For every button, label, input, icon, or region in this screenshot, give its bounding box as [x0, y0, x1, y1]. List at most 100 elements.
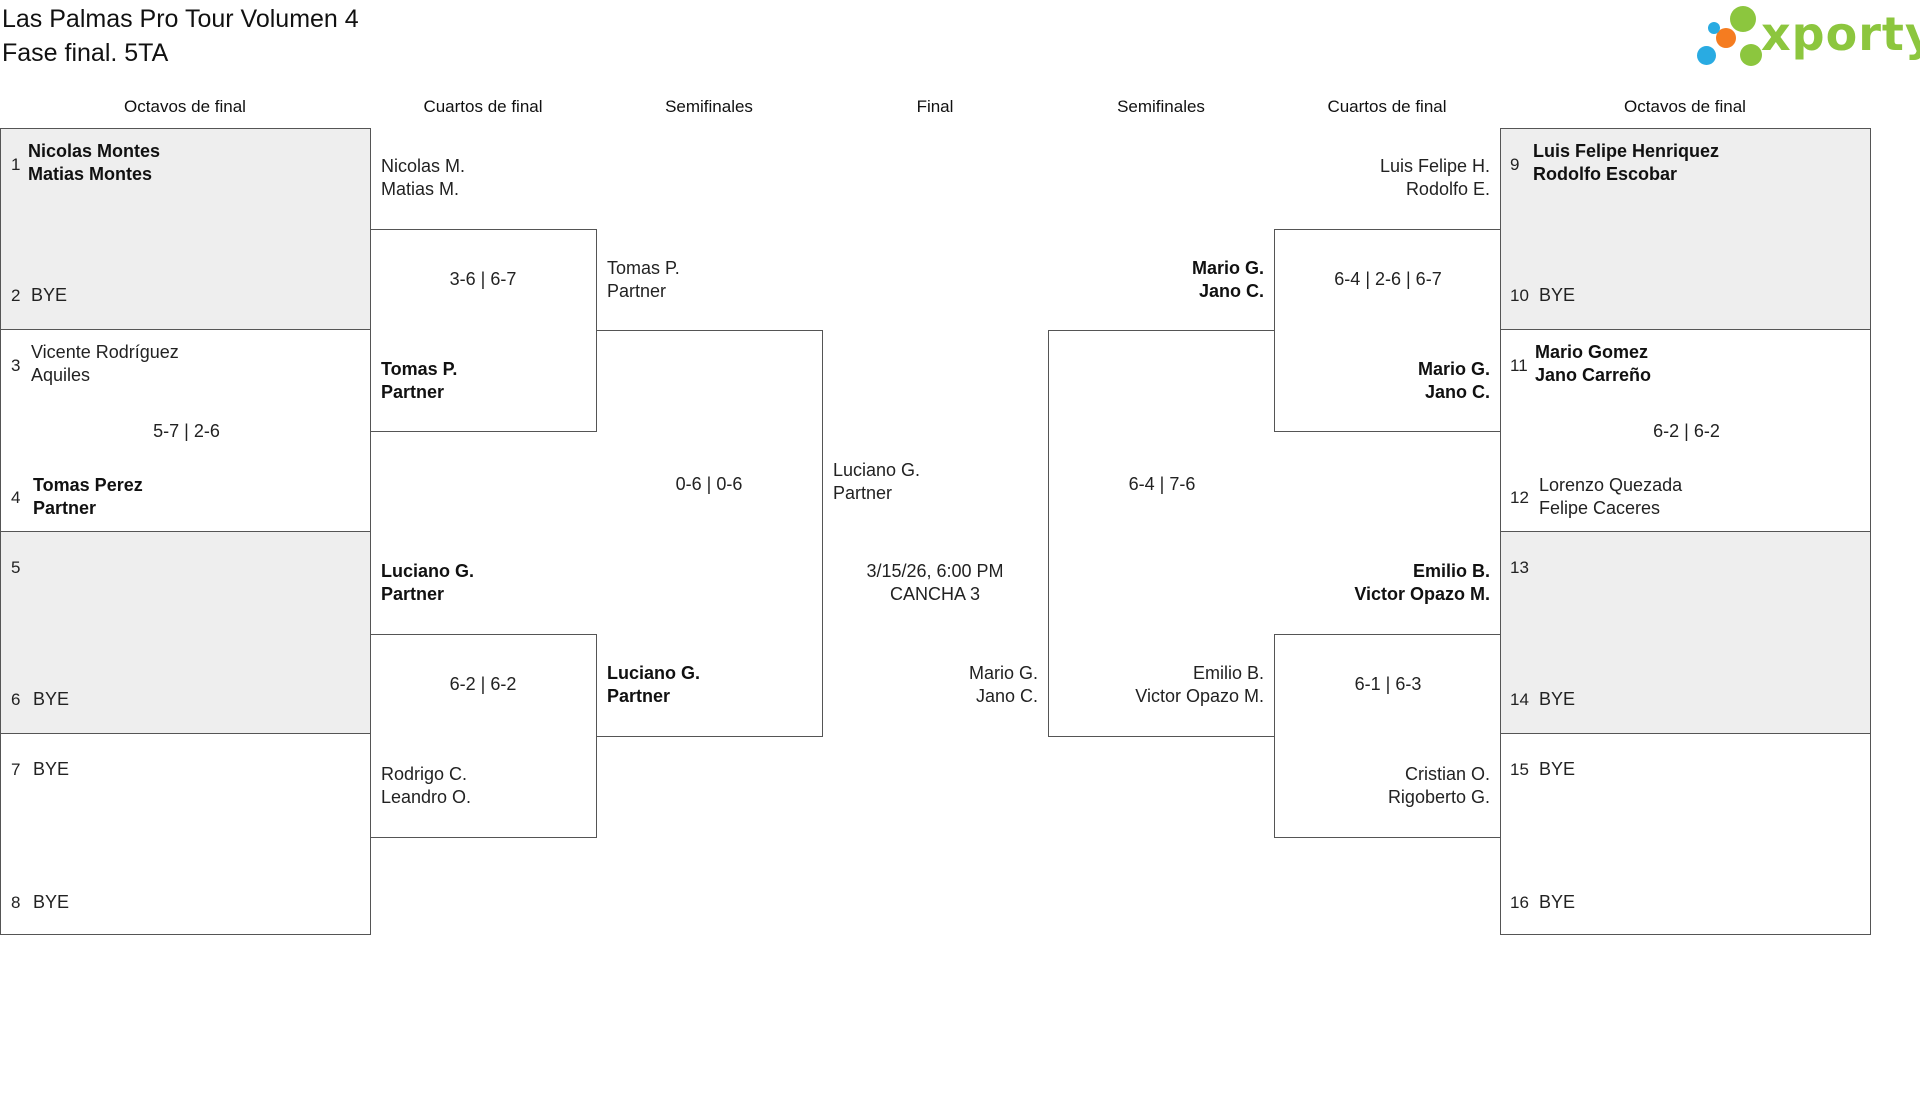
- left-r16-match-2[interactable]: 3 Vicente Rodríguez Aquiles 5-7 | 2-6 4 …: [0, 329, 371, 532]
- player-name: Nicolas Montes: [28, 141, 161, 161]
- player-name: Rodolfo Escobar: [1533, 164, 1678, 184]
- player-name: Rodolfo E.: [1405, 179, 1490, 199]
- logo-dot-orange-icon: [1716, 28, 1736, 48]
- match-score: 6-4 | 2-6 | 6-7: [1334, 269, 1442, 289]
- col-right-r16: Octavos de final: [1624, 97, 1746, 116]
- seed-number: 7: [11, 760, 21, 779]
- right-qf-1-team-a: Luis Felipe H. Rodolfo E.: [1274, 155, 1490, 201]
- right-sf-team-a: Mario G. Jano C.: [1048, 257, 1264, 303]
- seed-number: 12: [1510, 488, 1529, 507]
- seed-number: 2: [11, 286, 21, 305]
- seed-number: 16: [1510, 893, 1529, 912]
- seed-number: 15: [1510, 760, 1529, 779]
- player-name: Tomas Perez: [33, 475, 143, 495]
- player-name: Cristian O.: [1404, 764, 1490, 784]
- logo-dot-green-icon: [1730, 6, 1756, 32]
- player-name: Rodrigo C.: [381, 764, 468, 784]
- final-team-b: Mario G. Jano C.: [822, 662, 1038, 708]
- player-name: Tomas P.: [607, 258, 680, 278]
- player-name: Emilio B.: [1192, 663, 1264, 683]
- seed-number: 8: [11, 893, 21, 912]
- right-qf-match-1-bracket[interactable]: 6-4 | 2-6 | 6-7: [1274, 229, 1501, 432]
- player-name: Partner: [33, 498, 97, 518]
- right-sf-bracket[interactable]: 6-4 | 7-6: [1048, 330, 1275, 737]
- final-match-info[interactable]: 3/15/26, 6:00 PM CANCHA 3: [822, 560, 1048, 606]
- tournament-title: Las Palmas Pro Tour Volumen 4 Fase final…: [2, 2, 359, 70]
- left-r16-match-4[interactable]: 7 BYE 8 BYE: [0, 733, 371, 935]
- bye-label: BYE: [1539, 285, 1576, 305]
- left-sf-bracket[interactable]: 0-6 | 0-6: [596, 330, 823, 737]
- player-name: Luciano G.: [833, 460, 921, 480]
- seed-number: 14: [1510, 690, 1529, 709]
- final-team-a: Luciano G. Partner: [833, 459, 920, 505]
- left-sf-team-a: Tomas P. Partner: [607, 257, 680, 303]
- page-title: Las Palmas Pro Tour Volumen 4: [2, 5, 359, 33]
- player-name: Jano C.: [1198, 281, 1264, 301]
- seed-number: 9: [1510, 155, 1520, 174]
- col-final: Final: [916, 97, 954, 116]
- col-right-qf: Cuartos de final: [1327, 97, 1447, 116]
- left-r16-match-1[interactable]: 1 Nicolas Montes Matias Montes 2 BYE: [0, 128, 371, 330]
- seed-number: 5: [11, 558, 21, 577]
- player-name: Partner: [607, 281, 667, 301]
- player-name: Emilio B.: [1412, 561, 1490, 581]
- logo-dot-blue-icon: [1697, 46, 1716, 65]
- right-r16-match-1[interactable]: 9 Luis Felipe Henriquez Rodolfo Escobar …: [1500, 128, 1871, 330]
- player-name: Partner: [381, 382, 445, 402]
- right-qf-2-team-a: Emilio B. Victor Opazo M.: [1274, 560, 1490, 606]
- match-score: 6-1 | 6-3: [1354, 674, 1422, 694]
- right-r16-match-3[interactable]: 13 14 BYE: [1500, 531, 1871, 734]
- match-score: 6-2 | 6-2: [1653, 421, 1720, 441]
- col-right-sf: Semifinales: [1117, 97, 1205, 116]
- player-name: Mario G.: [1191, 258, 1264, 278]
- player-name: Jano C.: [975, 686, 1038, 706]
- player-name: Lorenzo Quezada: [1539, 475, 1683, 495]
- player-name: Luis Felipe Henriquez: [1533, 141, 1720, 161]
- col-left-r16: Octavos de final: [124, 97, 246, 116]
- player-name: Partner: [833, 483, 893, 503]
- seed-number: 6: [11, 690, 21, 709]
- right-r16-match-4[interactable]: 15 BYE 16 BYE: [1500, 733, 1871, 935]
- match-score: 5-7 | 2-6: [153, 421, 220, 441]
- seed-number: 13: [1510, 558, 1529, 577]
- player-name: Jano C.: [1424, 382, 1490, 402]
- player-name: Matias Montes: [28, 164, 153, 184]
- logo-dot-green-small-icon: [1740, 44, 1762, 66]
- player-name: Leandro O.: [381, 787, 472, 807]
- left-qf-1-team-a: Nicolas M. Matias M.: [381, 155, 465, 201]
- bye-label: BYE: [1539, 689, 1576, 709]
- match-score: 6-4 | 7-6: [1128, 474, 1196, 494]
- player-name: Victor Opazo M.: [1354, 584, 1490, 604]
- left-qf-1-team-b: Tomas P. Partner: [381, 358, 457, 404]
- player-name: Partner: [607, 686, 671, 706]
- player-name: Mario Gomez: [1535, 342, 1649, 362]
- match-datetime: 3/15/26, 6:00 PM: [866, 561, 1004, 581]
- player-name: Mario G.: [1417, 359, 1490, 379]
- right-qf-1-team-b: Mario G. Jano C.: [1274, 358, 1490, 404]
- player-name: Aquiles: [31, 365, 91, 385]
- right-qf-match-2-bracket[interactable]: 6-1 | 6-3: [1274, 634, 1501, 838]
- bye-label: BYE: [1539, 759, 1576, 779]
- right-r16-match-2[interactable]: 11 Mario Gomez Jano Carreño 6-2 | 6-2 12…: [1500, 329, 1871, 532]
- match-score: 0-6 | 0-6: [675, 474, 743, 494]
- xporty-logo[interactable]: xporty: [1697, 4, 1920, 68]
- bye-label: BYE: [1539, 892, 1576, 912]
- left-sf-team-b: Luciano G. Partner: [607, 662, 700, 708]
- player-name: Felipe Caceres: [1539, 498, 1661, 518]
- player-name: Luis Felipe H.: [1379, 156, 1490, 176]
- player-name: Tomas P.: [381, 359, 458, 379]
- logo-dot-blue-small-icon: [1708, 22, 1720, 34]
- col-left-sf: Semifinales: [665, 97, 753, 116]
- seed-number: 3: [11, 356, 21, 375]
- right-qf-2-team-b: Cristian O. Rigoberto G.: [1274, 763, 1490, 809]
- seed-number: 10: [1510, 286, 1529, 305]
- seed-number: 4: [11, 488, 21, 507]
- player-name: Luciano G.: [381, 561, 475, 581]
- player-name: Partner: [381, 584, 445, 604]
- player-name: Vicente Rodríguez: [31, 342, 179, 362]
- match-score: 6-2 | 6-2: [449, 674, 517, 694]
- logo-text: xporty: [1761, 7, 1920, 61]
- seed-number: 1: [11, 155, 21, 174]
- left-r16-match-3[interactable]: 5 6 BYE: [0, 531, 371, 734]
- seed-number: 11: [1510, 356, 1528, 375]
